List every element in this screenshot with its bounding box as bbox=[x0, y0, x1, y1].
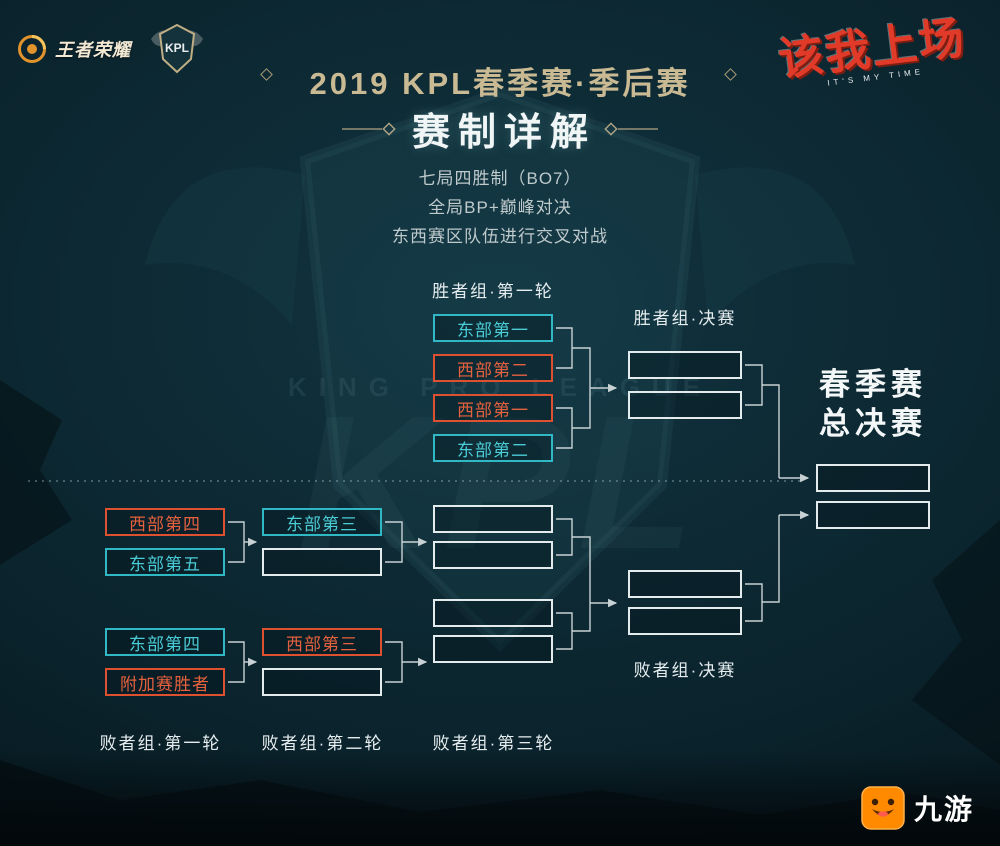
wzry-logo: 王者荣耀 bbox=[16, 33, 131, 65]
grand-final-slot-2 bbox=[816, 501, 930, 529]
team-box-east-5: 东部第五 bbox=[105, 548, 225, 576]
label-losers-round2: 败者组·第二轮 bbox=[261, 734, 384, 753]
label-losers-round3: 败者组·第三轮 bbox=[432, 734, 555, 753]
losers-final-slot-2 bbox=[628, 607, 742, 635]
losers-round2-slot-2 bbox=[262, 668, 382, 696]
poster-subtitle: 赛制详解 bbox=[411, 112, 596, 154]
losers-round3-slot-3 bbox=[433, 599, 553, 627]
jiuyou-logo-text: 九游 bbox=[913, 794, 974, 825]
watermark-kpl: KPL bbox=[298, 377, 702, 589]
losers-round3-slot-1 bbox=[433, 505, 553, 533]
team-box-east-4: 东部第四 bbox=[105, 628, 225, 656]
losers-round2-slot-1 bbox=[262, 548, 382, 576]
subtitle-ornament-left-icon bbox=[341, 121, 396, 136]
losers-round3-slot-4 bbox=[433, 635, 553, 663]
wzry-logo-text: 王者荣耀 bbox=[55, 40, 131, 60]
rule-line-2: 全局BP+巅峰对决 bbox=[428, 198, 572, 217]
team-box-east-3: 东部第三 bbox=[262, 508, 382, 536]
format-rules: 七局四胜制（BO7） 全局BP+巅峰对决 东西赛区队伍进行交叉对战 bbox=[0, 164, 1000, 251]
label-losers-round1: 败者组·第一轮 bbox=[99, 734, 222, 753]
poster-title: 2019 KPL春季赛·季后赛 bbox=[309, 66, 691, 101]
team-box-west-3: 西部第三 bbox=[262, 628, 382, 656]
grand-final-slot-1 bbox=[816, 464, 930, 492]
grand-final-title-line1: 春季赛 bbox=[819, 367, 927, 402]
label-losers-final: 败者组·决赛 bbox=[633, 661, 737, 680]
grand-final-title: 春季赛 总决赛 bbox=[797, 365, 949, 443]
winners-final-slot-2 bbox=[628, 391, 742, 419]
wzry-logo-icon bbox=[18, 35, 46, 63]
team-box-playin-winner: 附加赛胜者 bbox=[105, 668, 225, 696]
rule-line-1: 七局四胜制（BO7） bbox=[418, 169, 582, 188]
label-winners-final: 胜者组·决赛 bbox=[633, 309, 737, 328]
kpl-logo: KPL bbox=[151, 23, 203, 74]
label-winners-round1: 胜者组·第一轮 bbox=[432, 282, 554, 301]
jiuyou-logo-icon bbox=[861, 786, 905, 830]
bottom-shade bbox=[0, 751, 1000, 846]
team-box-west-4: 西部第四 bbox=[105, 508, 225, 536]
losers-round3-slot-2 bbox=[433, 541, 553, 569]
winners-final-slot-1 bbox=[628, 351, 742, 379]
brand-logos: 王者荣耀 KPL bbox=[16, 22, 209, 76]
team-box-east-2: 东部第二 bbox=[433, 434, 553, 462]
kpl-logo-text: KPL bbox=[165, 41, 189, 55]
poster-subtitle-row: 赛制详解 bbox=[0, 101, 1000, 156]
grand-final-title-line2: 总决赛 bbox=[819, 406, 927, 441]
team-box-east-1: 东部第一 bbox=[433, 314, 553, 342]
subtitle-ornament-right-icon bbox=[604, 121, 658, 136]
jiuyou-logo: 九游 bbox=[861, 786, 974, 830]
losers-final-slot-1 bbox=[628, 570, 742, 598]
team-box-west-2: 西部第二 bbox=[433, 354, 553, 382]
rule-line-3: 东西赛区队伍进行交叉对战 bbox=[392, 227, 608, 246]
team-box-west-1: 西部第一 bbox=[433, 394, 553, 422]
